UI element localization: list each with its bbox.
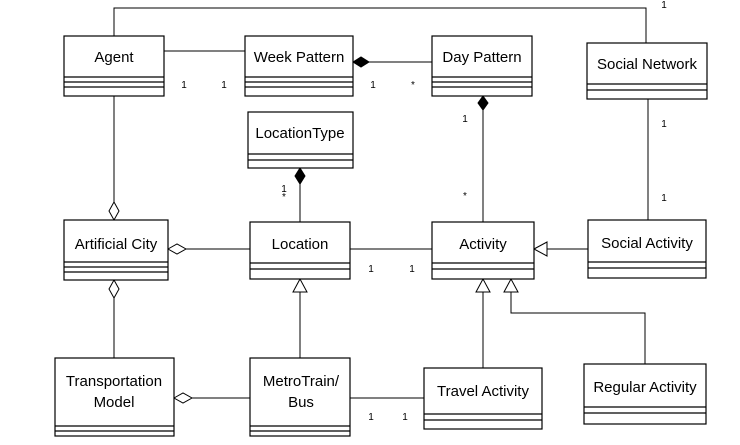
location-type-filled-diamond [294, 167, 306, 185]
day-pattern-name: Day Pattern [442, 49, 521, 66]
relationship-markers [108, 56, 548, 404]
regular-activity-generalization [510, 292, 646, 364]
mult-location-activity-b: 1 [409, 264, 415, 275]
activity-name: Activity [459, 236, 507, 253]
agent-name: Agent [94, 49, 134, 66]
transportation-hollow-diamond [172, 392, 194, 404]
artificial-city-name: Artificial City [75, 236, 158, 253]
class-location[interactable] [249, 221, 351, 280]
activity-generalization-triangle-right [532, 241, 548, 257]
class-activity[interactable] [431, 221, 535, 280]
class-boxes [54, 35, 708, 437]
mult-week-day-a: 1 [370, 80, 376, 91]
mult-loctype-b: * [282, 192, 286, 203]
class-travel-activity[interactable] [423, 367, 543, 430]
location-type-name: LocationType [255, 125, 344, 142]
week-pattern-filled-diamond [352, 56, 370, 68]
agent-social-network-association [113, 7, 647, 43]
class-transportation-model[interactable] [54, 357, 175, 437]
mult-week-day-b: * [411, 80, 415, 91]
artificial-city-hollow-diamond-bottom [108, 278, 120, 300]
metrotrain-name-line2: Bus [288, 394, 314, 411]
class-day-pattern[interactable] [431, 35, 533, 97]
metrotrain-name-line1: MetroTrain/ [263, 373, 340, 390]
mult-agent-week-a: 1 [181, 80, 187, 91]
class-metrotrain-bus[interactable] [249, 357, 351, 437]
connectors [113, 7, 649, 399]
mult-metro-travel-b: 1 [402, 412, 408, 423]
mult-social-network-top: 1 [661, 0, 667, 11]
multiplicities: 1 1 1 1 * 1 * 1 1 1 * 1 1 1 1 [181, 0, 667, 423]
regular-activity-name: Regular Activity [593, 379, 697, 396]
activity-generalization-triangle-regular [503, 277, 519, 293]
class-artificial-city[interactable] [63, 219, 169, 281]
activity-generalization-triangle-travel [475, 277, 491, 293]
social-network-name: Social Network [597, 56, 698, 73]
day-pattern-filled-diamond [477, 95, 489, 111]
social-activity-name: Social Activity [601, 235, 693, 252]
mult-day-activity-bottom: * [463, 191, 467, 202]
class-regular-activity[interactable] [583, 363, 707, 425]
artificial-city-hollow-diamond-top [108, 200, 120, 222]
class-names: Agent Week Pattern Day Pattern Social Ne… [66, 49, 698, 411]
mult-social-net-top: 1 [661, 119, 667, 130]
class-social-network[interactable] [586, 42, 708, 100]
mult-location-activity-a: 1 [368, 264, 374, 275]
location-generalization-triangle [292, 277, 308, 293]
transportation-model-name-line1: Transportation [66, 373, 162, 390]
class-agent[interactable] [63, 35, 165, 97]
artificial-city-hollow-diamond-right [166, 243, 188, 255]
week-pattern-name: Week Pattern [254, 49, 345, 66]
travel-activity-name: Travel Activity [437, 383, 529, 400]
mult-social-net-bottom: 1 [661, 193, 667, 204]
mult-loctype-a: 1 [281, 184, 287, 195]
mult-metro-travel-a: 1 [368, 412, 374, 423]
class-location-type[interactable] [247, 111, 354, 169]
transportation-model-name-line2: Model [94, 394, 135, 411]
class-social-activity[interactable] [587, 219, 707, 279]
mult-agent-week-b: 1 [221, 80, 227, 91]
class-week-pattern[interactable] [244, 35, 354, 97]
mult-day-activity-top: 1 [462, 114, 468, 125]
location-name: Location [272, 236, 329, 253]
